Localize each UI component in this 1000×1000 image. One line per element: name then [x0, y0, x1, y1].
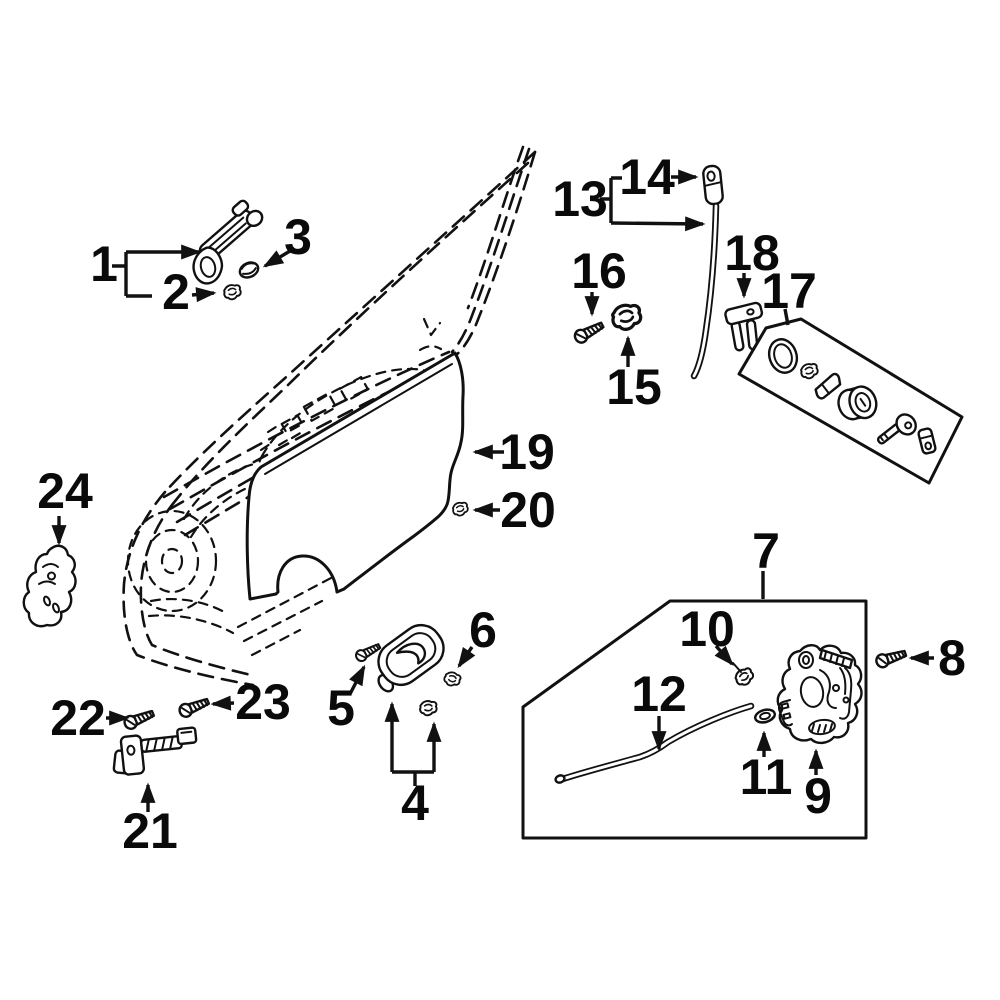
- part-interior-handle-bezel: [377, 623, 445, 693]
- callout-22: 22: [50, 690, 106, 746]
- leader-bracket-13: [600, 176, 622, 223]
- part-lock-cylinder: [837, 385, 878, 421]
- part-screw-16: [571, 318, 607, 346]
- callout-17: 17: [761, 263, 817, 319]
- leader-3: [262, 249, 291, 268]
- callout-12: 12: [631, 666, 687, 722]
- part-screw-8: [873, 645, 909, 671]
- callout-15: 15: [606, 359, 662, 415]
- part-key: [876, 413, 917, 445]
- leader-10: [714, 644, 734, 666]
- part-door-check-strap: [112, 726, 198, 776]
- callout-20: 20: [500, 482, 556, 538]
- callout-23: 23: [235, 674, 291, 730]
- part-panel-clip: [450, 500, 471, 518]
- part-gasket-ring: [767, 338, 799, 374]
- part-lock-knob: [702, 164, 724, 206]
- leader-5: [348, 664, 366, 695]
- callout-6: 6: [469, 602, 497, 658]
- callout-8: 8: [938, 630, 966, 686]
- part-lock-rod: [690, 202, 720, 380]
- leader-17: [783, 308, 790, 326]
- part-watershield-panel: [245, 351, 465, 601]
- leader-bracket-1: [112, 252, 152, 298]
- leader-bracket-4: [392, 770, 434, 786]
- leader-23: [210, 695, 235, 711]
- part-screw-23: [176, 694, 212, 720]
- callout-19: 19: [499, 424, 555, 480]
- callout-10: 10: [679, 601, 735, 657]
- callout-11: 11: [740, 749, 793, 805]
- callout-5: 5: [327, 680, 355, 736]
- callout-9: 9: [804, 768, 832, 824]
- part-clip-6: [442, 669, 463, 689]
- callout-7: 7: [752, 523, 780, 579]
- latch-assembly-box: [521, 599, 868, 840]
- part-lock-cylinder-set: [737, 317, 964, 485]
- callout-2: 2: [162, 264, 190, 320]
- part-handle-cap: [238, 261, 260, 279]
- callout-21: 21: [122, 803, 178, 859]
- callout-4: 4: [401, 775, 429, 831]
- door-inner-details: [126, 317, 452, 657]
- part-grommet-15: [608, 300, 645, 334]
- callout-14: 14: [619, 149, 675, 205]
- part-grommet-11: [754, 708, 776, 724]
- callout-13: 13: [552, 171, 608, 227]
- callout-leaders: [51, 169, 934, 812]
- callout-labels: 1 2 3 4 5 6 7 8 9 10 11 12 13 14 15 16 1…: [37, 149, 966, 859]
- callout-1: 1: [90, 236, 118, 292]
- callout-24: 24: [37, 463, 93, 519]
- part-screw-22: [121, 706, 157, 732]
- leader-13: [610, 216, 706, 232]
- part-striker-plate: [917, 427, 937, 455]
- callout-3: 3: [284, 209, 312, 265]
- part-cylinder-bracket: [724, 301, 764, 352]
- callout-18: 18: [724, 225, 780, 281]
- part-bezel-clip: [418, 699, 439, 717]
- part-cylinder-lever: [814, 372, 842, 400]
- leader-2: [191, 287, 217, 303]
- part-door-lock-actuator: [776, 644, 863, 745]
- part-handle-clip: [221, 282, 243, 302]
- part-bracket-24: [22, 544, 77, 628]
- leader-6: [457, 646, 476, 669]
- callout-16: 16: [571, 243, 627, 299]
